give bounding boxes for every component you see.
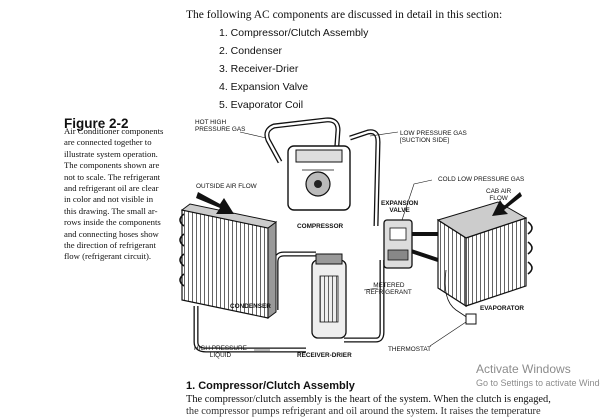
evaporator-label: EVAPORATOR [480,305,525,312]
high-pressure-liquid-label: HIGH PRESSURE LIQUID [194,345,247,360]
suction-hose [349,129,381,227]
thermostat-label: THERMOSTAT [388,346,432,353]
ac-system-diagram [179,117,533,353]
figure-title: Figure 2-2 [64,116,129,131]
condenser [179,203,278,319]
caption-line: and refrigerant oil are clear [64,183,159,194]
liquid-hose [273,251,316,310]
expansion-valve-label: EXPANSION VALVE [381,200,419,215]
receiver-to-valve-hose [344,260,385,343]
list-item: 2. Condenser [219,45,283,57]
caption-line: the direction of refrigerant [64,240,156,251]
hot-high-pressure-gas-label: HOT HIGH PRESSURE GAS [195,119,246,134]
caption-line: and connecting hoses show [64,228,159,239]
list-item: 1. Compressor/Clutch Assembly [219,27,369,39]
discharge-hose [264,117,341,164]
caption-line: in color and not visible in [64,194,154,205]
caption-line: The components shown are [64,160,160,171]
receiver-drier-label: RECEIVER-DRIER [297,352,352,359]
caption-line: are connected together to [64,137,152,148]
thermostat [465,313,477,325]
caption-line: illustrate system operation. [64,148,158,159]
list-item: 3. Receiver-Drier [219,63,299,75]
list-item: 4. Expansion Valve [219,81,309,93]
expansion-valve [383,219,413,269]
evaporator [436,201,533,308]
cold-low-pressure-gas-label: COLD LOW PRESSURE GAS [438,176,525,183]
activation-watermark-title: Activate Windows [476,362,571,376]
metered-refrigerant-label: METERED REFRIGERANT [366,282,412,297]
outside-air-arrow [196,192,234,214]
receiver-drier [311,253,347,339]
figure-caption: Air Conditioner components are connected… [64,126,172,263]
activation-watermark-subtitle: Go to Settings to activate Windows. [476,378,600,388]
condenser-label: CONDENSER [230,303,271,310]
cab-air-arrow [492,192,522,216]
caption-line: this drawing. The small ar- [64,205,158,216]
compressor [287,145,351,211]
caption-line: flow (refrigerant circuit). [64,251,152,262]
outside-air-flow-label: OUTSIDE AIR FLOW [196,183,257,190]
component-list: 1. Compressor/Clutch Assembly 2. Condens… [219,24,368,114]
cab-air-flow-label: CAB AIR FLOW [486,188,512,203]
section-heading: 1. Compressor/Clutch Assembly [186,380,355,392]
bottom-hose [193,306,306,353]
caption-line: Air Conditioner components [64,126,164,136]
low-pressure-gas-label: LOW PRESSURE GAS [SUCTION SIDE] [400,130,467,145]
compressor-label: COMPRESSOR [297,223,344,230]
body-text: The compressor/clutch assembly is the he… [186,394,551,405]
intro-text: The following AC components are discusse… [186,9,503,21]
list-item: 5. Evaporator Coil [219,99,304,111]
caption-line: rows inside the components [64,217,161,228]
caption-line: not to scale. The refrigerant [64,171,161,182]
